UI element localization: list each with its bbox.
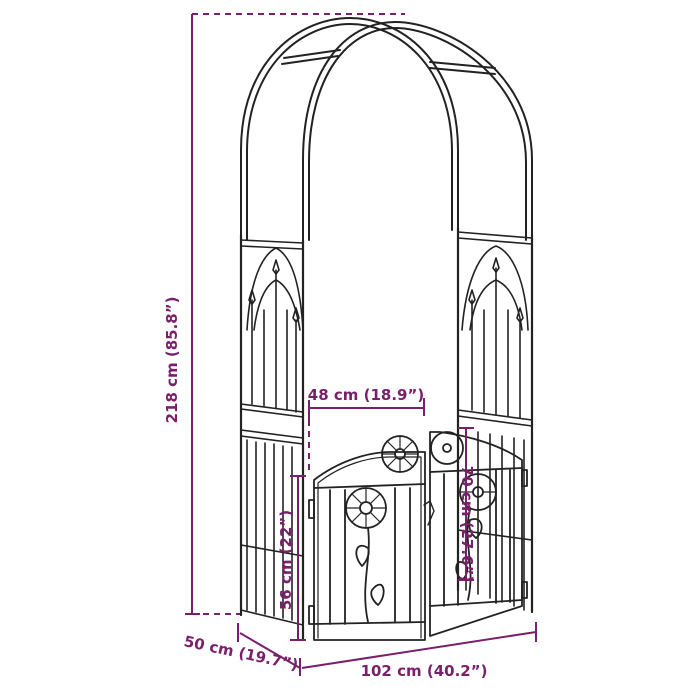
dimension-side-panel-height: 56 cm (22”) <box>277 475 306 641</box>
left-gate <box>308 435 426 641</box>
dimension-depth: 50 cm (19.7”) <box>182 623 301 676</box>
width-label: 102 cm (40.2”) <box>361 662 488 680</box>
left-side-panel <box>239 233 305 642</box>
dimension-width: 102 cm (40.2”) <box>301 622 537 680</box>
dimension-gate-height: 70 cm (27.6”) <box>458 427 476 582</box>
side-panel-height-label: 56 cm (22”) <box>277 510 295 610</box>
gate-width-label: 48 cm (18.9”) <box>308 386 424 404</box>
depth-label: 50 cm (19.7”) <box>182 632 300 674</box>
dimension-height: 218 cm (85.8”) <box>163 13 405 615</box>
arch-frame <box>240 17 533 241</box>
dimension-gate-width: 48 cm (18.9”) <box>308 386 425 470</box>
gate-height-label: 70 cm (27.6”) <box>458 466 476 582</box>
height-label: 218 cm (85.8”) <box>163 297 181 424</box>
right-gate <box>423 431 528 637</box>
